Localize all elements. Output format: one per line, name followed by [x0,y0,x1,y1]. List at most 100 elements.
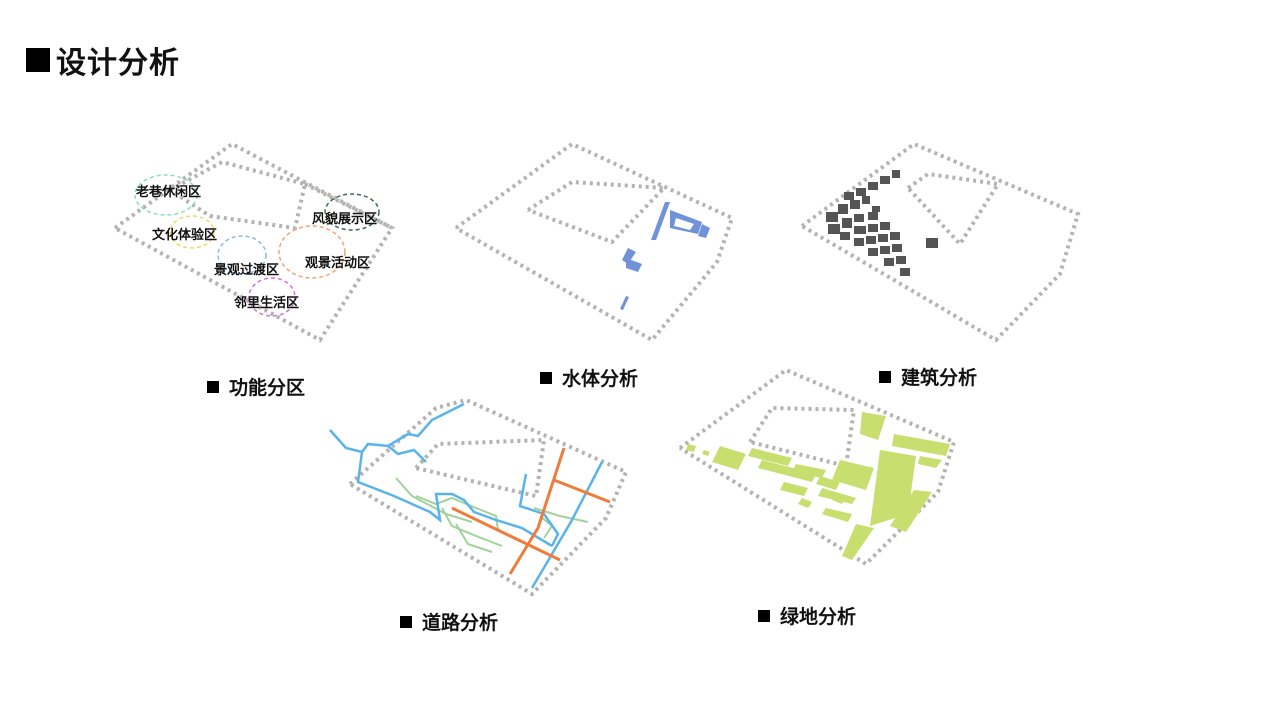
secondary-road [451,506,561,562]
zone-label-neighborhood: 邻里生活区 [234,296,300,311]
caption-green-text: 绿地分析 [780,606,857,628]
green-area [712,446,746,470]
building [856,188,866,196]
site-inner-block [526,179,669,245]
zone-ring-culture [169,215,215,249]
caption-function-text: 功能分区 [229,377,306,399]
zone-ring-landscape [217,235,267,275]
green-area [832,460,874,490]
green-area [748,448,792,466]
site-inner-block-2 [304,182,393,230]
caption-road-text: 道路分析 [422,612,499,634]
zone-label-viewing: 观景活动区 [305,256,371,271]
water-strip [620,296,629,310]
building [854,238,864,246]
building [844,192,854,200]
footpath [441,507,503,547]
zone-label-landscape: 景观过渡区 [214,263,280,278]
footpath [475,507,499,531]
building [896,256,906,264]
building [900,268,910,276]
site-outline [113,141,395,343]
building-map [800,141,1081,343]
building [828,224,840,234]
building [868,182,878,190]
building [868,224,878,232]
water-block-c [626,258,642,272]
caption-road: 道路分析 [400,608,498,635]
building [868,212,878,220]
green-area [890,490,932,532]
green-area [832,494,846,504]
building [926,238,938,248]
green-area [686,444,696,452]
building [842,218,852,228]
zone-ring-old-lane [134,174,198,216]
zone-ring-neighborhood [248,277,296,317]
black-square-icon [26,48,50,72]
building [892,244,902,252]
site-inner-block [414,437,547,499]
water-block-a [698,224,710,238]
green-area [892,434,950,456]
function-zoning-map [113,141,395,343]
site-outline [800,141,1081,343]
green-area [758,460,816,482]
building [880,246,890,254]
building [850,200,860,209]
green-map [678,367,957,567]
green-area [798,498,812,508]
site-inner-block [906,171,1002,248]
black-square-icon [758,609,770,622]
green-panel [676,364,966,574]
road-panel [326,396,636,606]
building [880,222,890,230]
zone-label-old-lane: 老巷休闲区 [136,185,202,200]
building [880,176,890,184]
caption-green: 绿地分析 [758,602,856,629]
page-title-text: 设计分析 [56,46,180,81]
site-inner-block [748,405,857,469]
green-areas [686,412,950,560]
caption-water: 水体分析 [540,364,638,391]
building [872,206,880,212]
building [838,204,848,214]
building [892,170,900,178]
building [862,196,870,204]
caption-function: 功能分区 [207,373,305,400]
secondary-road [553,478,611,504]
green-area [792,464,826,478]
caption-building: 建筑分析 [879,363,977,390]
site-outline [348,397,629,597]
building [866,236,876,244]
water-panel [452,140,742,350]
water-channel [651,202,670,240]
road-map [329,397,629,597]
green-area [816,476,840,490]
building-panel [798,140,1088,350]
main-road [530,461,604,589]
footpath [395,477,473,523]
main-road [387,445,427,463]
water-bodies [620,202,710,310]
building [868,248,878,256]
zone-label-style: 风貌展示区 [312,212,378,227]
footpath [455,523,493,553]
green-area [918,456,942,468]
green-area [702,450,710,456]
water-map [454,141,735,343]
secondary-roads [451,447,611,575]
secondary-road [508,447,566,575]
building [890,232,900,240]
site-outline [678,367,957,567]
function-zoning-panel: 老巷休闲区 文化体验区 景观过渡区 风貌展示区 观景活动区 邻里生活区 [110,140,400,350]
black-square-icon [879,370,891,383]
building-footprints [826,170,938,276]
caption-building-text: 建筑分析 [901,367,978,389]
main-road [329,402,465,454]
building [854,226,866,234]
site-inner-block [168,159,308,231]
zone-label-culture: 文化体验区 [152,228,218,243]
zone-ring-style [324,193,380,231]
site-outline [454,141,735,343]
